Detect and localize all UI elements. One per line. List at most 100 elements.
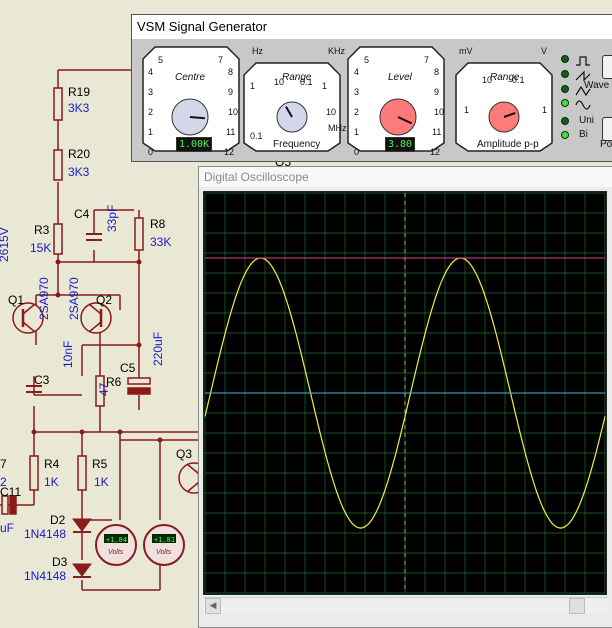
value-q1: 2SA970 bbox=[37, 277, 51, 320]
oscilloscope-window[interactable]: Digital Oscilloscope ◀ bbox=[198, 166, 612, 628]
scroll-thumb[interactable] bbox=[569, 598, 585, 614]
wave-square-icon bbox=[576, 56, 590, 66]
junction-dot bbox=[31, 429, 37, 435]
label-c3: C3 bbox=[34, 373, 50, 387]
junction-dot bbox=[136, 259, 142, 265]
centre-tick-label: 9 bbox=[228, 87, 233, 97]
value-c5: 220uF bbox=[151, 332, 165, 366]
amp-range-tick: 10 bbox=[482, 75, 492, 85]
freq-range-tick: 0.1 bbox=[300, 77, 313, 87]
centre-tick-label: 10 bbox=[228, 107, 238, 117]
freq-range-tick: 10 bbox=[274, 77, 284, 87]
frequency-readout: 1.00K bbox=[176, 137, 213, 152]
transistor-q1-body bbox=[12, 302, 44, 334]
label-r5: R5 bbox=[92, 457, 108, 471]
transistor-q2 bbox=[80, 302, 112, 334]
resistor-r6 bbox=[95, 375, 105, 407]
value-r8: 33K bbox=[150, 235, 171, 249]
scope-display bbox=[203, 191, 607, 595]
unit-khz: KHz bbox=[328, 46, 346, 56]
label-q1: Q1 bbox=[8, 293, 24, 307]
level-tick-label: 0 bbox=[354, 147, 359, 157]
centre-tick-label: 2 bbox=[148, 107, 153, 117]
level-readout: 3.80 bbox=[385, 137, 416, 152]
level-tick-label: 4 bbox=[354, 67, 359, 77]
value-r4: 1K bbox=[44, 475, 59, 489]
label-q2: Q2 bbox=[96, 293, 112, 307]
oscilloscope-scrollbar[interactable]: ◀ bbox=[203, 597, 607, 614]
level-tick-label: 5 bbox=[364, 55, 369, 65]
voltmeter-reading: +1.81 bbox=[154, 536, 175, 544]
transistor-q3-lead bbox=[186, 463, 200, 475]
value-r5: 1K bbox=[94, 475, 109, 489]
wave-ramp-led[interactable] bbox=[561, 70, 569, 78]
label-c5: C5 bbox=[120, 361, 136, 375]
voltmeter-display bbox=[104, 534, 128, 543]
junction-dot bbox=[117, 429, 123, 435]
centre-tick-label: 1 bbox=[148, 127, 153, 137]
transistor-q3-lead bbox=[186, 481, 200, 493]
voltmeter-body bbox=[95, 524, 137, 566]
label-c4: C4 bbox=[74, 207, 90, 221]
freq-range-tick: 10 bbox=[326, 107, 336, 117]
resistor-r5 bbox=[77, 455, 87, 491]
polarity-bi-led[interactable] bbox=[561, 131, 569, 139]
voltmeter-reading: +1.84 bbox=[106, 536, 127, 544]
unit-v: V bbox=[541, 46, 548, 56]
polarity-button[interactable] bbox=[602, 117, 612, 141]
junction-dot bbox=[55, 259, 61, 265]
capacitor-c5-plate bbox=[127, 377, 151, 385]
junction-dot bbox=[136, 342, 142, 348]
unit-hz: Hz bbox=[252, 46, 263, 56]
amp-range-tick: 1 bbox=[542, 105, 547, 115]
unit-mhz: MHz bbox=[328, 123, 347, 133]
amp-range-tick: 1 bbox=[464, 105, 469, 115]
scroll-left-button[interactable]: ◀ bbox=[205, 598, 221, 614]
level-tick-label: 9 bbox=[434, 87, 439, 97]
centre-tick-label: 5 bbox=[158, 55, 163, 65]
level-tick-label: 1 bbox=[354, 127, 359, 137]
label-r6: R6 bbox=[106, 375, 122, 389]
waveform-button[interactable] bbox=[602, 55, 612, 79]
label-r20: R20 bbox=[68, 147, 90, 161]
resistor-r4 bbox=[29, 455, 39, 491]
frequency-label: Frequency bbox=[273, 139, 321, 150]
transistor-q2-body bbox=[80, 302, 112, 334]
wave-square-led[interactable] bbox=[561, 55, 569, 63]
amp-range-knob-pointer bbox=[503, 111, 516, 118]
value-r19: 3K3 bbox=[68, 101, 90, 115]
level-tick-label: 7 bbox=[424, 55, 429, 65]
level-tick-label: 8 bbox=[434, 67, 439, 77]
polarity-uni-led[interactable] bbox=[561, 117, 569, 125]
polarity-label: Pol bbox=[600, 139, 612, 150]
capacitor-c11-plate bbox=[9, 495, 17, 515]
amp-range-label: Range bbox=[490, 72, 520, 83]
amp-range-tick: 0.1 bbox=[512, 75, 525, 85]
resistor-r8 bbox=[134, 217, 144, 251]
label-r7-partial: 7 bbox=[0, 457, 7, 471]
resistor-r3 bbox=[53, 223, 63, 255]
label-r3: R3 bbox=[34, 223, 50, 237]
level-tick-label: 3 bbox=[354, 87, 359, 97]
level-tick-label: 2 bbox=[354, 107, 359, 117]
voltmeter-unit: Volts bbox=[156, 549, 172, 556]
value-r20: 3K3 bbox=[68, 165, 90, 179]
wave-triangle-led[interactable] bbox=[561, 85, 569, 93]
wave-label: Wave bbox=[584, 80, 610, 91]
wave-sine-icon bbox=[575, 100, 591, 110]
label-r4: R4 bbox=[44, 457, 60, 471]
polarity-uni-label: Uni bbox=[579, 115, 595, 126]
transistor-q1-lead bbox=[22, 303, 36, 315]
wave-sine-led[interactable] bbox=[561, 99, 569, 107]
transistor-q2-lead bbox=[88, 303, 102, 315]
junction-dot bbox=[79, 429, 85, 435]
centre-knob-pointer bbox=[189, 116, 206, 120]
level-tick-label: 10 bbox=[434, 107, 444, 117]
junction-dot bbox=[55, 292, 61, 298]
diode-d2-body bbox=[72, 518, 92, 532]
level-label: Level bbox=[388, 72, 412, 83]
resistor-r20 bbox=[53, 149, 63, 181]
